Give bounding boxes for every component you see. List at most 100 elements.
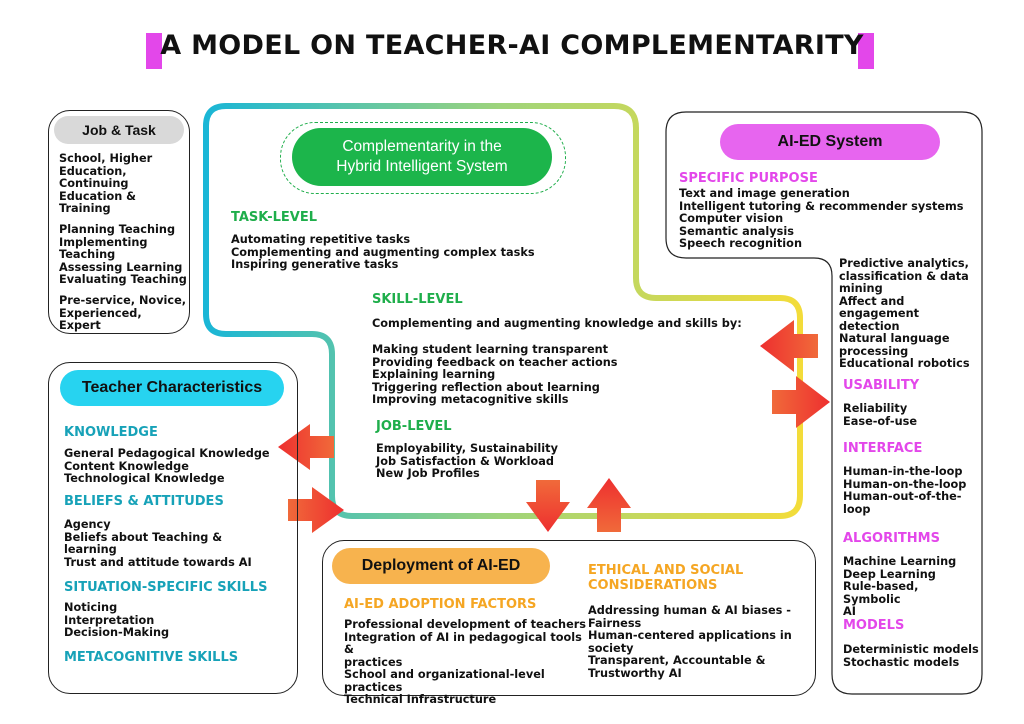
beliefs-item: Beliefs about Teaching & [64, 530, 223, 544]
arrow-up-deployment [587, 478, 631, 532]
knowledge-item: General Pedagogical Knowledge [64, 447, 270, 460]
job-task-group-1: School, Higher Education, Continuing Edu… [59, 152, 187, 216]
job-level-item: New Job Profiles [376, 467, 480, 480]
knowledge-list: General Pedagogical Knowledge Content Kn… [64, 447, 292, 486]
page-title: A MODEL ON TEACHER-AI COMPLEMENTARITY [160, 30, 864, 61]
interface-list: Human-in-the-loop Human-on-the-loop Huma… [843, 465, 979, 516]
purpose-item: Predictive analytics, [839, 257, 969, 270]
task-level-item: Inspiring generative tasks [231, 258, 399, 271]
usability-item: Reliability [843, 402, 908, 415]
adoption-item: Integration of AI in pedagogical tools & [344, 630, 582, 656]
purpose-item: Text and image generation [679, 187, 850, 200]
algorithms-list: Machine Learning Deep Learning Rule-base… [843, 555, 979, 619]
job-task-item: School, Higher [59, 152, 153, 165]
job-task-heading: Job & Task [54, 116, 184, 144]
complementarity-heading-line: Hybrid Intelligent System [336, 158, 508, 175]
adoption-item: Professional development of teachers [344, 618, 587, 631]
purpose-more-list: Predictive analytics, classification & d… [839, 257, 981, 371]
job-task-item: Implementing [59, 235, 148, 249]
ethical-title-line: CONSIDERATIONS [588, 578, 718, 593]
usability-item: Ease-of-use [843, 414, 918, 428]
arrow-left-aied [760, 320, 818, 372]
algorithms-title: ALGORITHMS [843, 531, 940, 546]
hybrid-system-frame [203, 103, 803, 519]
algorithms-item: AI [843, 605, 856, 618]
beliefs-title: BELIEFS & ATTITUDES [64, 494, 224, 509]
situation-item: Decision-Making [64, 626, 170, 639]
task-level-list: Automating repetitive tasks Complementin… [231, 233, 631, 272]
situation-list: Noticing Interpretation Decision-Making [64, 601, 292, 640]
complementarity-heading-line: Complementarity in the [342, 138, 502, 155]
purpose-list: Text and image generation Intelligent tu… [679, 187, 979, 251]
adoption-list: Professional development of teachers Int… [344, 618, 594, 707]
skill-level-intro: Complementing and augmenting knowledge a… [372, 317, 742, 330]
beliefs-list: Agency Beliefs about Teaching & learning… [64, 518, 292, 569]
ethical-title-line: ETHICAL AND SOCIAL [588, 563, 744, 578]
teacher-box [48, 362, 298, 694]
situation-item: Noticing [64, 601, 118, 614]
job-task-box [48, 110, 190, 334]
models-list: Deterministic models Stochastic models [843, 643, 979, 669]
adoption-item: School and organizational-level [344, 668, 545, 681]
purpose-item: classification & data [839, 269, 969, 283]
knowledge-item: Technological Knowledge [64, 472, 225, 485]
job-task-group-2: Planning Teaching Implementing Teaching … [59, 223, 187, 287]
teacher-heading: Teacher Characteristics [60, 370, 284, 406]
skill-level-item: Explaining learning [372, 368, 496, 381]
interface-item: Human-in-the-loop [843, 465, 963, 478]
job-task-item: Experienced, Expert [59, 306, 142, 332]
ethical-item: Human-centered applications in [588, 629, 792, 642]
skill-level-list: Making student learning transparent Prov… [372, 343, 792, 407]
skill-level-item: Improving metacognitive skills [372, 393, 569, 406]
purpose-item: Affect and [839, 294, 905, 308]
ethical-item: Transparent, Accountable & [588, 654, 766, 667]
arrow-right-aied [772, 376, 830, 428]
adoption-item: practices [344, 655, 403, 669]
beliefs-item: Agency [64, 518, 111, 531]
usability-list: Reliability Ease-of-use [843, 402, 979, 428]
usability-title: USABILITY [843, 378, 920, 393]
deployment-heading: Deployment of AI-ED [332, 548, 550, 584]
job-task-item: Education & [59, 189, 137, 203]
arrow-right-teacher [288, 487, 344, 533]
purpose-item: Semantic analysis [679, 224, 794, 238]
job-task-item: Pre-service, Novice, [59, 294, 187, 307]
job-task-item: Assessing Learning [59, 260, 183, 274]
algorithms-item: Deep Learning [843, 567, 936, 581]
metacognitive-title: METACOGNITIVE SKILLS [64, 650, 239, 665]
interface-item: Human-on-the-loop [843, 477, 967, 491]
algorithms-item: Machine Learning [843, 555, 957, 568]
interface-title: INTERFACE [843, 441, 923, 456]
task-level-item: Complementing and augmenting complex tas… [231, 245, 535, 259]
ethical-item: Fairness [588, 616, 642, 630]
job-task-group-3: Pre-service, Novice, Experienced, Expert [59, 294, 187, 333]
algorithms-item: Rule-based, Symbolic [843, 580, 919, 606]
job-task-item: Education, [59, 164, 127, 178]
situation-title: SITUATION-SPECIFIC SKILLS [64, 580, 268, 595]
task-level-item: Automating repetitive tasks [231, 233, 411, 246]
purpose-item: Intelligent tutoring & recommender syste… [679, 199, 964, 213]
interface-item: Human-out-of-the- [843, 490, 962, 503]
skill-level-title: SKILL-LEVEL [372, 292, 463, 307]
adoption-title: AI-ED ADOPTION FACTORS [344, 597, 537, 612]
purpose-title: SPECIFIC PURPOSE [679, 171, 818, 186]
arrow-left-teacher [278, 424, 334, 470]
deployment-box [322, 540, 816, 696]
purpose-item: Computer vision [679, 212, 784, 225]
arrow-down-deployment [526, 480, 570, 532]
title-bar-right [858, 33, 874, 69]
models-item: Deterministic models [843, 643, 979, 656]
beliefs-item: Trust and attitude towards AI [64, 555, 252, 569]
situation-item: Interpretation [64, 613, 155, 627]
complementarity-dashed-outline [280, 122, 566, 194]
purpose-item: Natural language [839, 332, 950, 345]
models-item: Stochastic models [843, 655, 960, 669]
ethical-item: Addressing human & AI biases - [588, 604, 791, 617]
adoption-item: practices [344, 680, 403, 694]
purpose-item: engagement detection [839, 307, 920, 333]
purpose-item: processing [839, 344, 909, 358]
purpose-item: Speech recognition [679, 237, 802, 250]
aied-heading: AI-ED System [720, 124, 940, 160]
skill-level-item: Making student learning transparent [372, 343, 609, 356]
